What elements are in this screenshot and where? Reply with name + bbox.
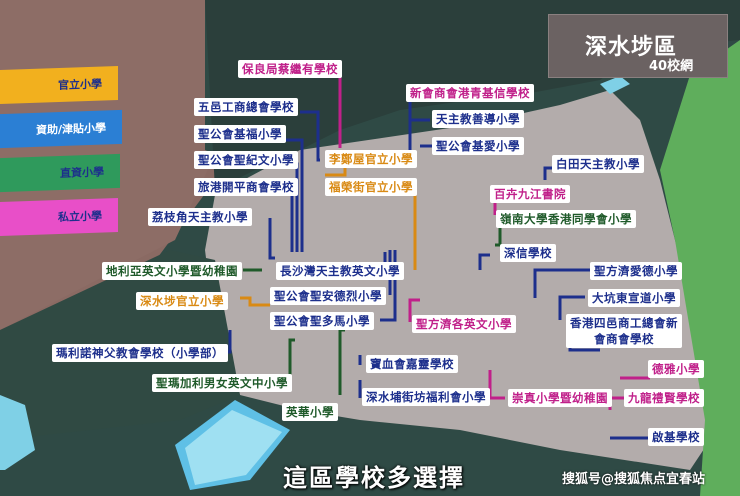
video-subtitle: 這區學校多選擇 bbox=[283, 464, 465, 492]
school-label: 深信學校 bbox=[500, 244, 556, 262]
legend-label: 私立小學 bbox=[58, 209, 102, 225]
school-label: 聖公會聖紀文小學 bbox=[194, 151, 298, 169]
school-label: 聖方濟各英文小學 bbox=[412, 315, 516, 333]
school-label: 旅港開平商會學校 bbox=[194, 178, 298, 196]
school-label: 寶血會嘉靈學校 bbox=[366, 355, 458, 373]
school-label: 地利亞英文小學暨幼稚園 bbox=[102, 262, 242, 280]
school-label: 李鄭屋官立小學 bbox=[325, 150, 417, 168]
school-label: 英華小學 bbox=[282, 403, 338, 421]
brand-logo: 深水埗區 40校網 bbox=[548, 14, 728, 78]
school-label: 保良局蔡繼有學校 bbox=[238, 60, 342, 78]
school-label: 百卉九江書院 bbox=[490, 185, 570, 203]
brand-title: 深水埗區 bbox=[585, 35, 678, 60]
legend-label: 直資小學 bbox=[60, 165, 104, 180]
school-label: 德雅小學 bbox=[648, 360, 704, 378]
legend-aided: 資助/津貼小學 bbox=[0, 109, 122, 149]
school-label: 大坑東宣道小學 bbox=[588, 289, 680, 307]
school-label: 福榮街官立小學 bbox=[325, 178, 417, 196]
school-label: 香港四邑商工總會新會商會學校 bbox=[566, 314, 682, 348]
school-label: 聖公會基福小學 bbox=[194, 125, 286, 143]
school-label: 天主教善導小學 bbox=[432, 110, 524, 128]
school-label: 聖瑪加利男女英文中小學 bbox=[152, 374, 292, 392]
school-label: 長沙灣天主教英文小學 bbox=[276, 262, 404, 280]
watermark: 搜狐号@搜狐焦点宜春站 bbox=[562, 472, 706, 487]
school-label: 新會商會港青基信學校 bbox=[406, 84, 534, 102]
legend-private: 私立小學 bbox=[0, 197, 118, 237]
school-label: 深水埔街坊福利會小學 bbox=[362, 388, 490, 406]
legend-direct-subsidy: 直資小學 bbox=[0, 153, 120, 193]
school-label: 荔枝角天主教小學 bbox=[148, 208, 252, 226]
legend-government: 官立小學 bbox=[0, 65, 118, 105]
school-label: 嶺南大學香港同學會小學 bbox=[496, 210, 636, 228]
legend-label: 資助/津貼小學 bbox=[35, 121, 106, 137]
school-label: 啟基學校 bbox=[648, 428, 704, 446]
school-label: 崇真小學暨幼稚園 bbox=[508, 389, 612, 407]
brand-subtitle: 40校網 bbox=[649, 59, 694, 74]
school-label: 聖方濟愛德小學 bbox=[590, 262, 682, 280]
school-label: 聖公會聖多馬小學 bbox=[270, 312, 374, 330]
school-label: 聖公會基愛小學 bbox=[432, 137, 524, 155]
school-label: 聖公會聖安德烈小學 bbox=[270, 287, 386, 305]
school-label: 深水埗官立小學 bbox=[136, 292, 228, 310]
school-label: 瑪利諾神父教會學校（小學部） bbox=[52, 344, 228, 362]
school-label: 九龍禮賢學校 bbox=[624, 389, 704, 407]
school-label: 五邑工商總會學校 bbox=[194, 98, 298, 116]
school-label: 白田天主教小學 bbox=[552, 155, 644, 173]
legend-label: 官立小學 bbox=[58, 77, 102, 93]
